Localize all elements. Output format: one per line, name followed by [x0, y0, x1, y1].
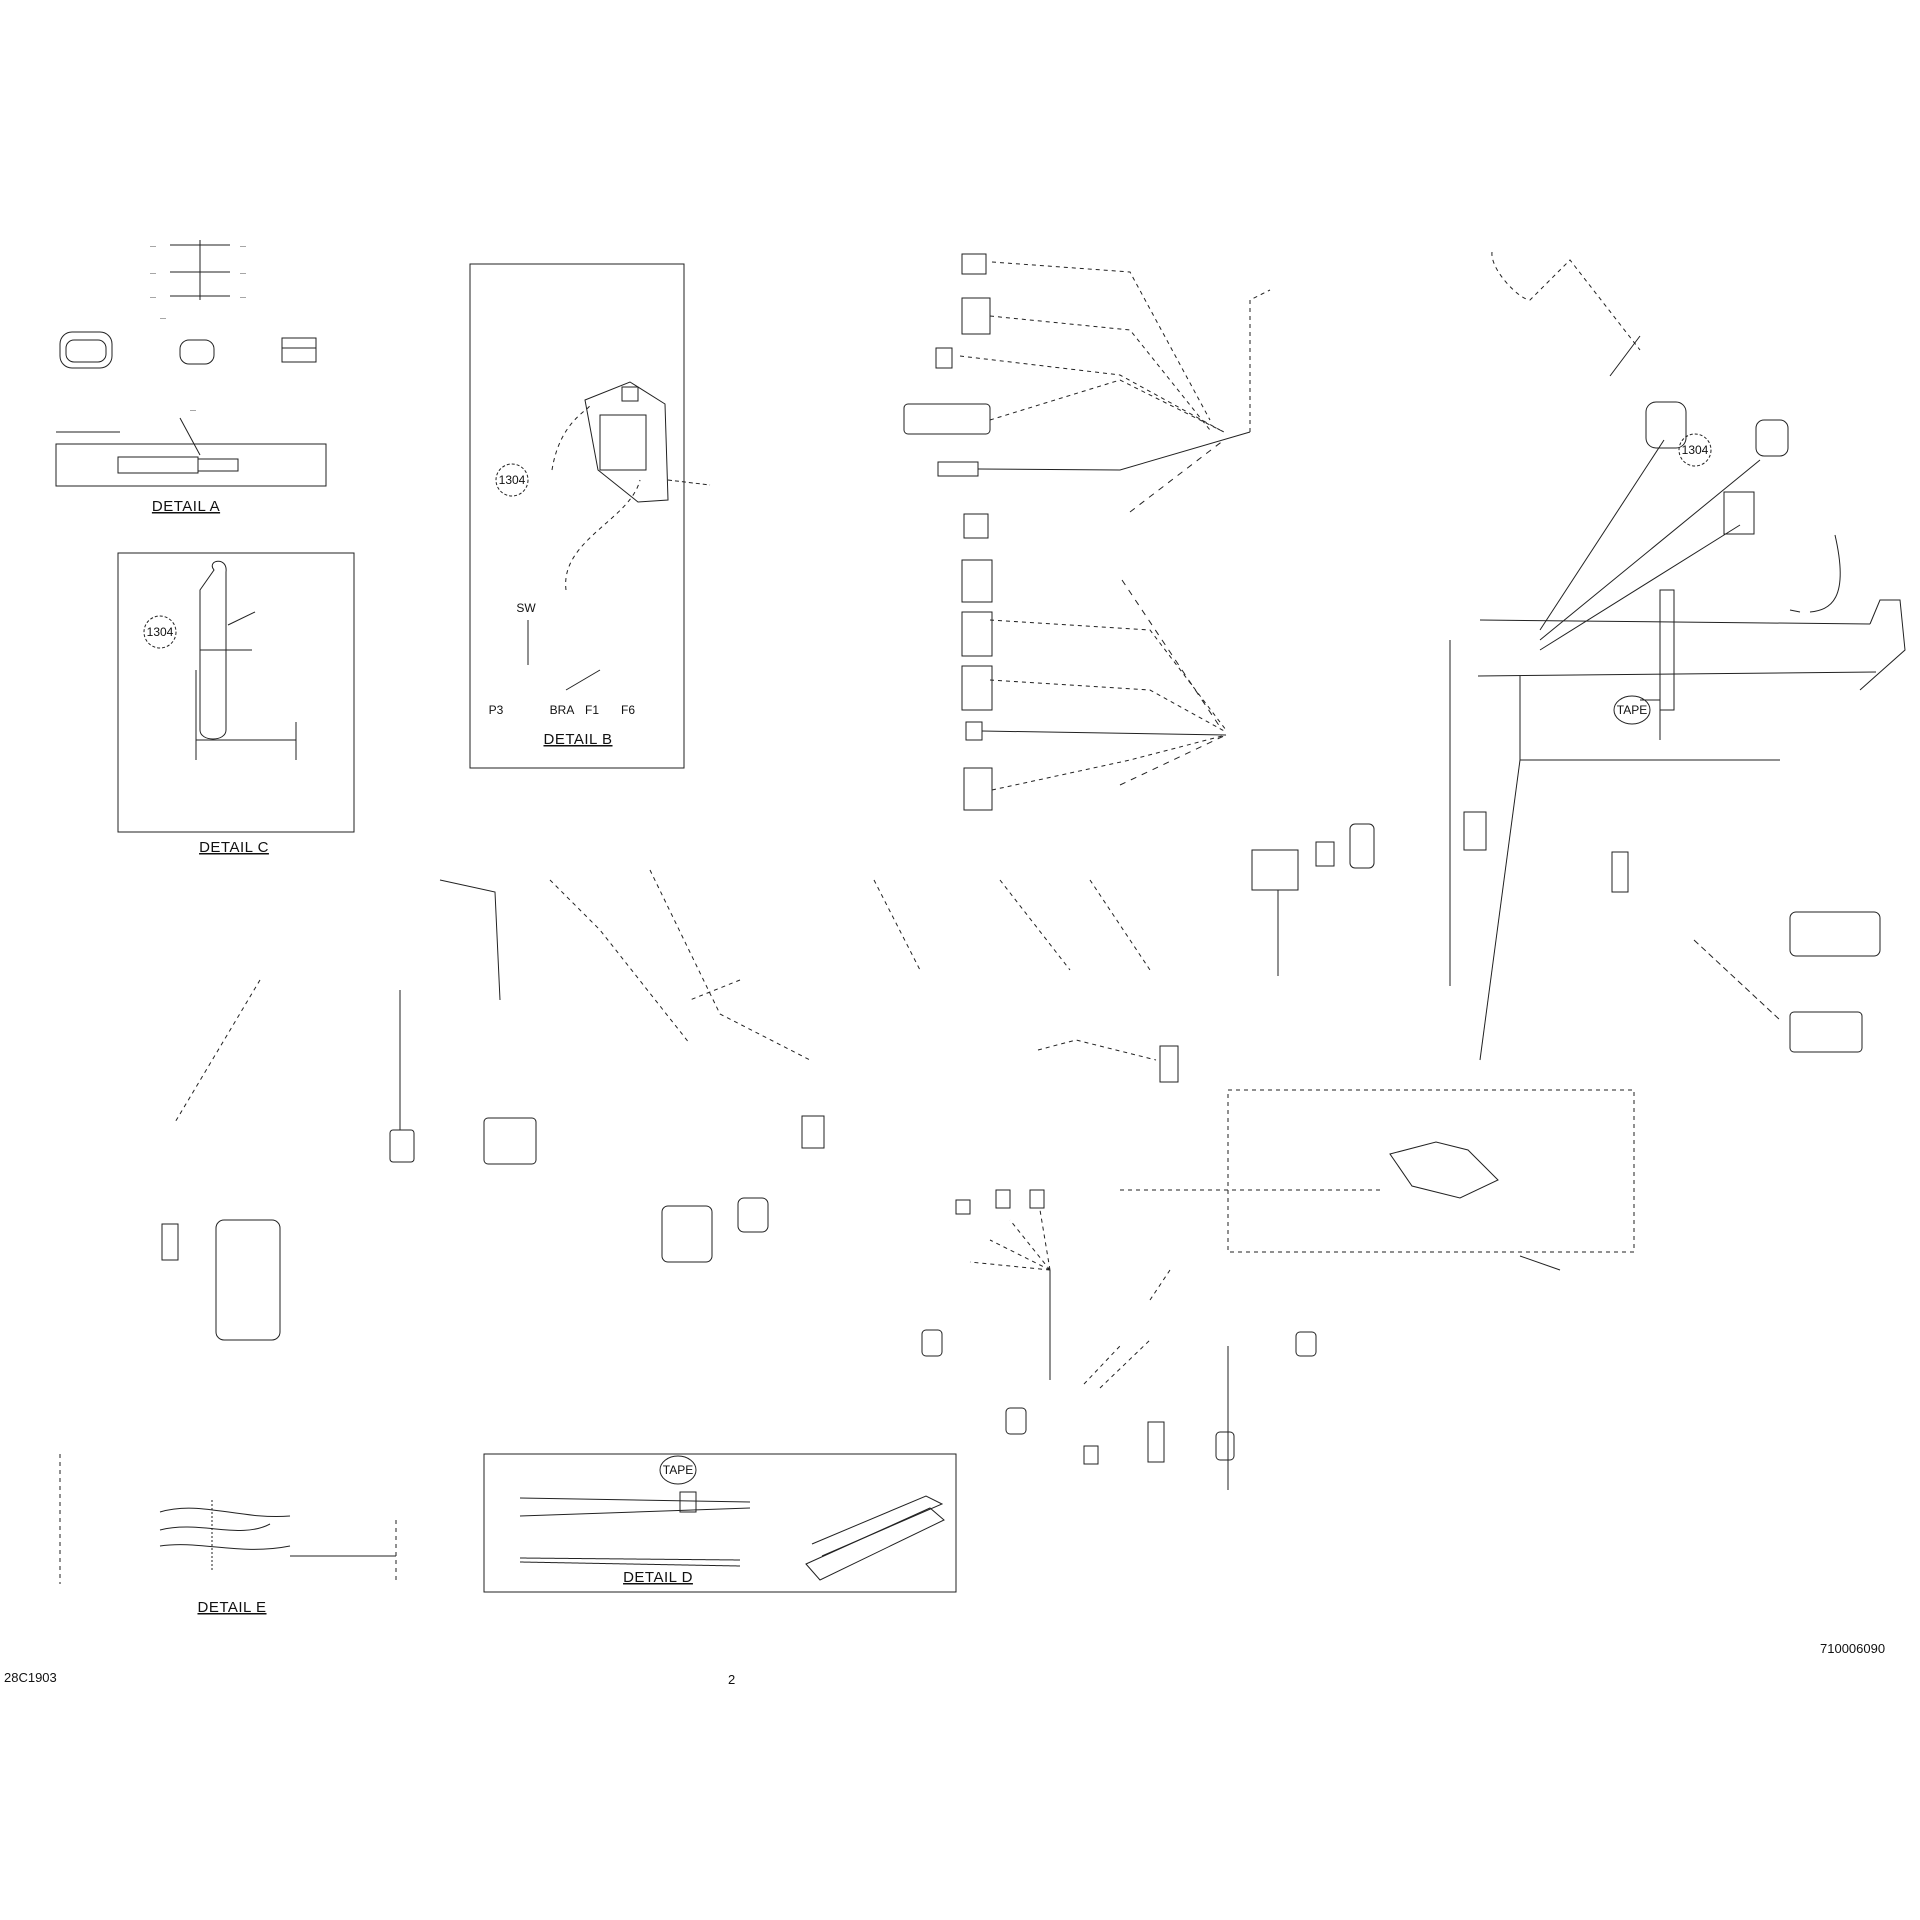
- svg-text:—: —: [240, 271, 246, 277]
- sheet-reference-left: 28C1903: [4, 1670, 57, 1685]
- mid-right-components: [1251, 811, 1881, 1053]
- pin-f6: F6: [621, 703, 635, 717]
- svg-text:—: —: [150, 244, 156, 250]
- callout-b: 1304: [495, 463, 529, 497]
- detail-d-title: DETAIL D: [623, 1569, 693, 1586]
- detail-c: [117, 552, 355, 833]
- callout-right-label: 1304: [1682, 443, 1709, 457]
- detail-a: [55, 240, 327, 487]
- detail-b-title: DETAIL B: [543, 731, 612, 748]
- tape-callout-right: TAPE: [1613, 695, 1651, 725]
- callout-b-label: 1304: [499, 473, 526, 487]
- tape-detail-d-label: TAPE: [663, 1463, 693, 1477]
- lower-center-cluster: [921, 1189, 1317, 1490]
- svg-text:—: —: [150, 271, 156, 277]
- callout-c: 1304: [143, 615, 177, 649]
- svg-text:—: —: [190, 408, 196, 414]
- detail-a-title: DETAIL A: [152, 498, 220, 515]
- connector-column: [903, 253, 1271, 811]
- detail-d: [483, 1453, 957, 1593]
- callout-c-label: 1304: [147, 625, 174, 639]
- sheet-reference-right: 710006090: [1820, 1641, 1885, 1656]
- detail-a-fine-labels: — — — — — — — —: [150, 244, 246, 414]
- pin-bra: BRA: [550, 703, 575, 717]
- detail-e: [59, 1454, 397, 1584]
- sheet-mark: 2: [728, 1672, 735, 1687]
- detail-b-pin-labels: SW P3 BRA F1 F6: [489, 601, 636, 717]
- right-harness: [1449, 251, 1906, 1061]
- pin-sw: SW: [516, 601, 536, 615]
- svg-text:—: —: [240, 295, 246, 301]
- pin-f1: F1: [585, 703, 599, 717]
- svg-text:—: —: [150, 295, 156, 301]
- tape-callout-detail-d: TAPE: [659, 1455, 697, 1485]
- tape-right-label: TAPE: [1617, 703, 1647, 717]
- detail-b: [469, 263, 711, 769]
- pin-p3: P3: [489, 703, 504, 717]
- svg-text:—: —: [240, 244, 246, 250]
- detail-e-title: DETAIL E: [197, 1599, 266, 1616]
- callout-right: 1304: [1678, 433, 1712, 467]
- lower-left-cluster: [161, 869, 1151, 1341]
- svg-text:—: —: [160, 316, 166, 322]
- center-connector-box: [1037, 1039, 1635, 1271]
- detail-c-title: DETAIL C: [199, 839, 269, 856]
